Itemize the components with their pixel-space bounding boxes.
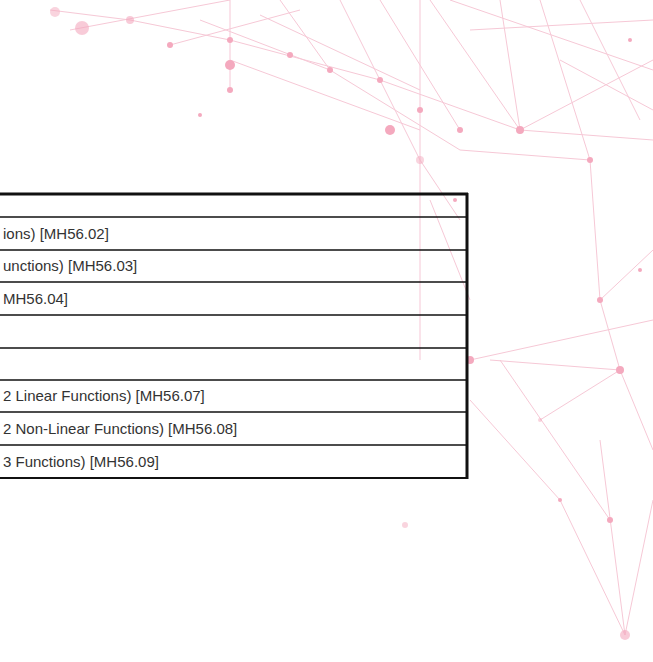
row-divider [0,379,467,381]
table-border [466,193,469,479]
row-divider [0,444,467,446]
row-divider [0,281,467,283]
table-cell: 3 Functions) [MH56.09] [3,453,159,471]
table-cell: unctions) [MH56.03] [3,257,137,275]
table-border [0,193,468,196]
table-border [0,477,468,479]
table-cell: 2 Linear Functions) [MH56.07] [3,387,205,405]
row-divider [0,216,467,218]
row-divider [0,411,467,413]
table-cell: MH56.04] [3,290,68,308]
row-divider [0,249,467,251]
row-divider [0,314,467,316]
row-divider [0,347,467,349]
table-cell: ions) [MH56.02] [3,225,109,243]
table-cell: 2 Non-Linear Functions) [MH56.08] [3,420,237,438]
